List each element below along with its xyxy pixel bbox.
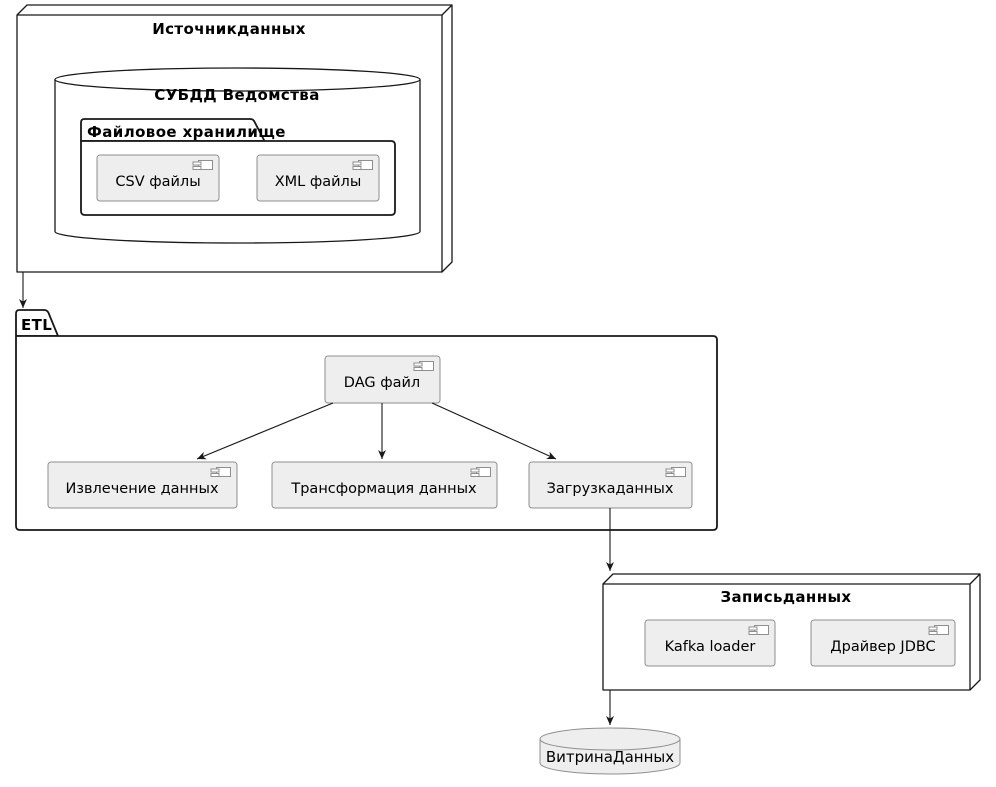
component-xml-label: XML файлы [275, 174, 362, 190]
component-box [256, 154, 380, 202]
edge-dag-to-extract [196, 402, 334, 460]
component-box [47, 461, 238, 509]
package-etl: ETL DAG файл Извлечение данных [15, 309, 718, 531]
component-extract-label: Извлечение данных [65, 481, 219, 497]
component-icon [665, 467, 686, 477]
node-data-sources: Источникданных СУБДД Ведомства Файловое … [16, 4, 453, 273]
component-icon [470, 467, 491, 477]
node-3d-edges [17, 4, 453, 272]
component-box [810, 619, 956, 667]
edges [19, 272, 614, 725]
node-data-write: Записьданных Kafka loader Драйвер JDBC [602, 573, 981, 691]
package-tab [15, 309, 59, 337]
package-file-storage: Файловое хранилище CSV файлы [80, 118, 396, 216]
component-dag-label: DAG файл [344, 375, 420, 391]
database-top [54, 67, 421, 92]
component-icon [748, 625, 769, 635]
component-transform-label: Трансформация данных [290, 481, 477, 497]
component-load: Загрузкаданных [528, 461, 693, 509]
component-transform: Трансформация данных [271, 461, 498, 509]
database-subdd: СУБДД Ведомства Файловое хранилище CSV ф… [54, 67, 421, 244]
component-kafka-label: Kafka loader [665, 639, 756, 655]
database-subdd-title: СУБДД Ведомства [154, 86, 319, 104]
component-icon [210, 467, 231, 477]
database-data-mart: ВитринаДанных [539, 727, 681, 775]
component-xml-files: XML файлы [256, 154, 380, 202]
component-icon [192, 160, 213, 170]
package-tab [80, 118, 266, 142]
component-load-label: Загрузкаданных [547, 481, 674, 497]
component-icon [413, 361, 434, 371]
component-kafka-loader: Kafka loader [644, 619, 776, 667]
component-icon [928, 625, 949, 635]
edge-dag-to-load [431, 402, 557, 460]
database-data-mart-label: ВитринаДанных [546, 748, 674, 766]
component-jdbc-driver: Драйвер JDBC [810, 619, 956, 667]
node-data-sources-title: Источникданных [152, 20, 306, 38]
component-csv-files: CSV файлы [96, 154, 220, 202]
component-csv-label: CSV файлы [115, 174, 200, 190]
component-box [271, 461, 498, 509]
component-extract: Извлечение данных [47, 461, 238, 509]
component-box [96, 154, 220, 202]
component-dag-file: DAG файл [324, 355, 441, 404]
component-box [644, 619, 776, 667]
node-data-write-title: Записьданных [720, 588, 851, 606]
component-jdbc-label: Драйвер JDBC [830, 639, 935, 655]
node-3d-edges [603, 573, 981, 690]
package-etl-title: ETL [21, 316, 52, 334]
package-file-storage-title: Файловое хранилище [87, 123, 286, 141]
component-icon [352, 160, 373, 170]
database-top [539, 727, 681, 751]
